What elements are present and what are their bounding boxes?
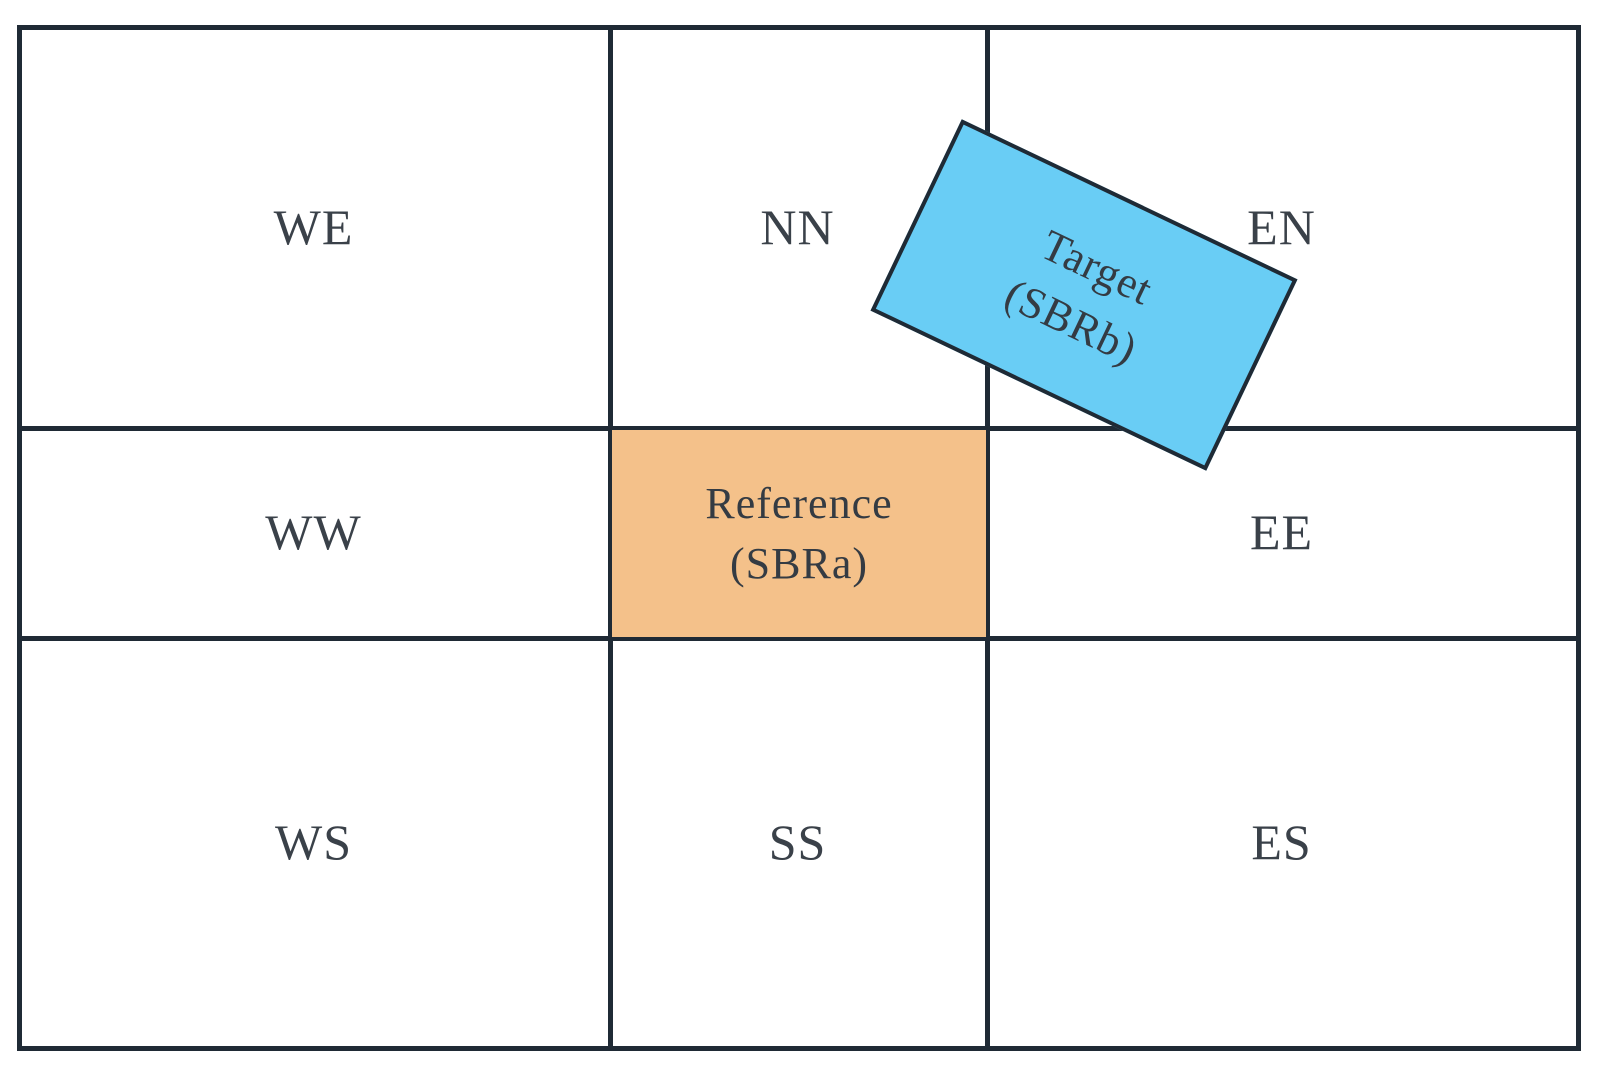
cell-label-ws: WS xyxy=(275,814,352,870)
cell-nn: NN xyxy=(610,27,985,426)
cell-label-we: WE xyxy=(273,198,354,255)
cell-ee: EE xyxy=(987,428,1576,636)
cell-label-en: EN xyxy=(1247,198,1316,255)
cell-label-ee: EE xyxy=(1249,504,1314,560)
cell-we: WE xyxy=(19,27,608,426)
cell-label-nn: NN xyxy=(760,198,835,255)
cell-label-es: ES xyxy=(1251,814,1312,870)
cell-ww: WW xyxy=(19,428,608,636)
cell-en: EN xyxy=(987,27,1576,426)
grid-outer-border xyxy=(17,25,1581,1051)
cell-ws: WS xyxy=(19,638,608,1046)
cell-ss: SS xyxy=(610,638,985,1046)
reference-box: Reference (SBRa) xyxy=(608,426,990,641)
cell-label-ss: SS xyxy=(768,814,827,870)
reference-box-subtitle: (SBRa) xyxy=(730,538,868,588)
reference-box-title: Reference xyxy=(705,478,893,528)
cell-es: ES xyxy=(987,638,1576,1046)
cell-label-ww: WW xyxy=(265,504,362,560)
